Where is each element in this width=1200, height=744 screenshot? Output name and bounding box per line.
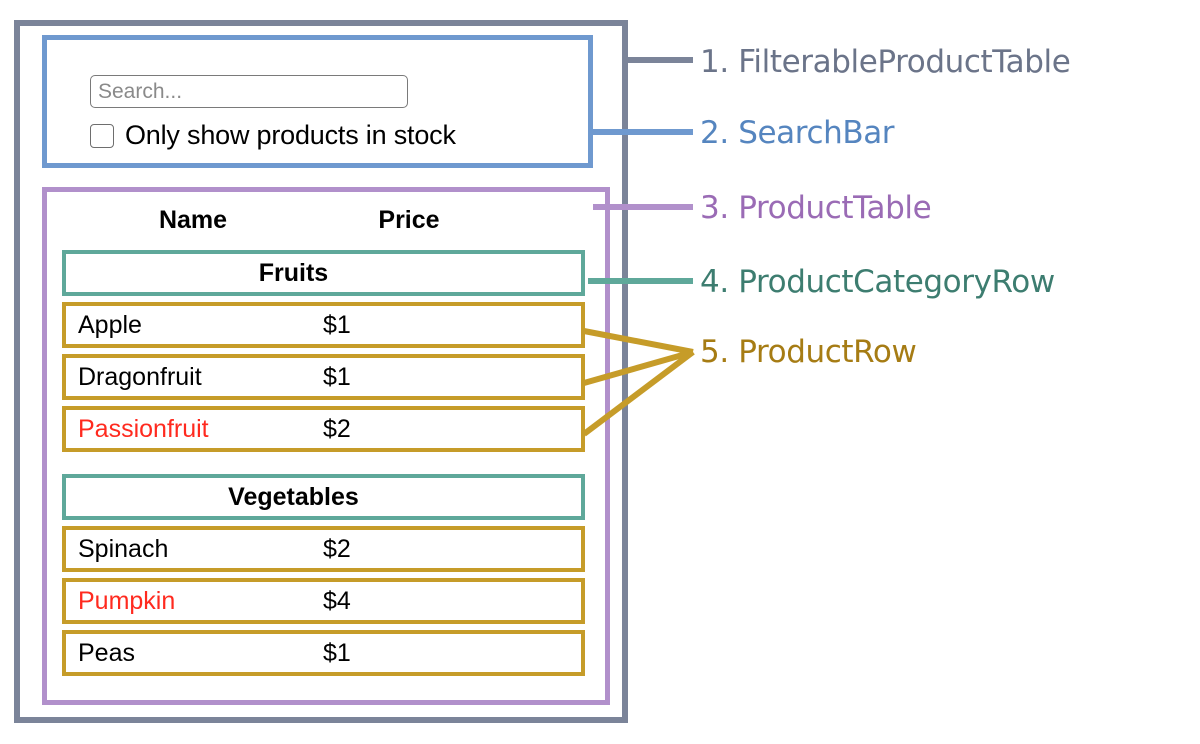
column-header-price: Price — [378, 205, 440, 234]
product-name: Dragonfruit — [78, 362, 202, 391]
in-stock-checkbox[interactable] — [90, 123, 114, 148]
product-row[interactable]: Pumpkin $4 — [62, 578, 585, 624]
column-header-name: Name — [158, 205, 228, 234]
product-price: $1 — [323, 310, 351, 339]
product-row[interactable]: Spinach $2 — [62, 526, 585, 572]
product-row[interactable]: Apple $1 — [62, 302, 585, 348]
product-name: Spinach — [78, 534, 169, 563]
product-price: $1 — [323, 362, 351, 391]
in-stock-checkbox-label: Only show products in stock — [125, 120, 456, 150]
product-table-header-row: Name Price — [62, 198, 585, 242]
legend-item-product-row: 5. ProductRow — [700, 334, 917, 370]
product-row[interactable]: Peas $1 — [62, 630, 585, 676]
product-price: $1 — [323, 638, 351, 667]
legend-item-filterable-product-table: 1. FilterableProductTable — [700, 44, 1071, 80]
product-row[interactable]: Dragonfruit $1 — [62, 354, 585, 400]
legend-item-product-category-row: 4. ProductCategoryRow — [700, 264, 1055, 300]
product-row[interactable]: Passionfruit $2 — [62, 406, 585, 452]
legend-item-product-table: 3. ProductTable — [700, 190, 932, 226]
product-category-row: Fruits — [62, 250, 585, 296]
product-price: $2 — [323, 414, 351, 443]
product-name: Pumpkin — [78, 586, 176, 615]
product-category-label: Fruits — [258, 258, 329, 287]
product-name: Passionfruit — [78, 414, 209, 443]
product-category-label: Vegetables — [228, 482, 359, 511]
product-rows-container: Fruits Apple $1 Dragonfruit $1 Passionfr… — [62, 250, 585, 682]
product-category-row: Vegetables — [62, 474, 585, 520]
product-price: $2 — [323, 534, 351, 563]
product-name: Apple — [78, 310, 142, 339]
in-stock-filter-row[interactable]: Only show products in stock — [90, 122, 456, 149]
section-spacer — [62, 458, 585, 474]
product-name: Peas — [78, 638, 135, 667]
product-price: $4 — [323, 586, 351, 615]
legend-item-search-bar: 2. SearchBar — [700, 115, 895, 151]
search-input[interactable] — [90, 75, 408, 108]
